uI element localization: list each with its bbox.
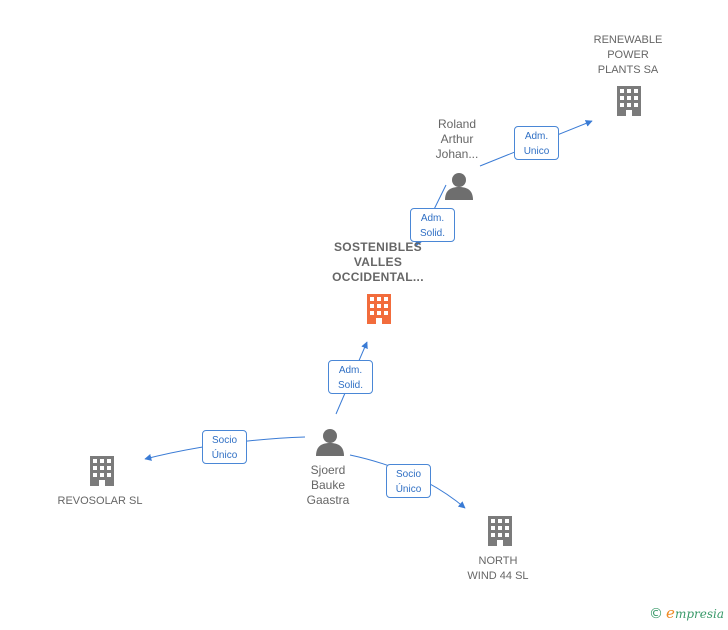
person-icon-sjoerd[interactable]	[316, 429, 344, 456]
node-label-renewable[interactable]: RENEWABLE POWER PLANTS SA	[593, 34, 663, 76]
edge-label-adm-solid-upper: Adm. Solid.	[410, 208, 455, 242]
building-icon-renewable[interactable]	[617, 86, 641, 116]
building-icon-sostenibles[interactable]	[367, 294, 391, 324]
node-label-sostenibles[interactable]: SOSTENIBLES VALLES OCCIDENTAL...	[332, 240, 424, 284]
node-label-sjoerd[interactable]: Sjoerd Bauke Gaastra	[306, 463, 350, 507]
node-label-revosolar[interactable]: REVOSOLAR SL	[57, 495, 143, 507]
building-icon-northwind[interactable]	[488, 516, 512, 546]
edge-label-adm-unico: Adm. Unico	[514, 126, 559, 160]
edge-label-adm-solid-lower: Adm. Solid.	[328, 360, 373, 394]
edge-label-socio-unico-left: Socio Único	[202, 430, 247, 464]
node-label-roland[interactable]: Roland Arthur Johan...	[435, 117, 479, 161]
person-icon-roland[interactable]	[445, 173, 473, 200]
empresia-logo: ©empresia	[649, 604, 724, 622]
edge-label-socio-unico-right: Socio Único	[386, 464, 431, 498]
node-label-northwind[interactable]: NORTH WIND 44 SL	[467, 555, 529, 582]
building-icon-revosolar[interactable]	[90, 456, 114, 486]
